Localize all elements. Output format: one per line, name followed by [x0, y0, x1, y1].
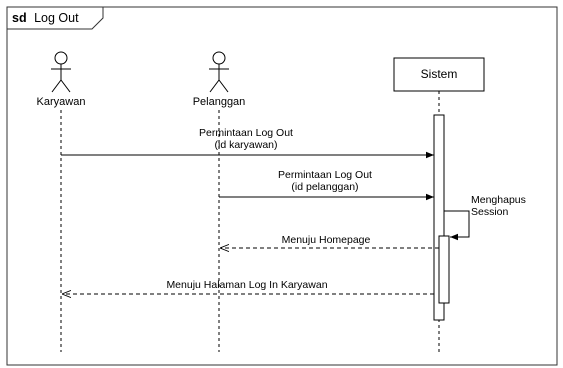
activation-bar-sistem-nested — [438, 235, 450, 304]
message-label-request-karyawan: Permintaan Log Out — [199, 127, 293, 139]
frame-border — [6, 6, 558, 366]
frame-title: sd Log Out — [12, 11, 79, 25]
object-label-sistem: Sistem — [421, 67, 458, 81]
message-sublabel-request-pelanggan: (id pelanggan) — [291, 181, 358, 193]
message-label-request-pelanggan: Permintaan Log Out — [278, 169, 372, 181]
activation-bar-sistem — [433, 114, 445, 321]
actor-leg-right — [218, 79, 229, 93]
self-message-sublabel: Session — [471, 206, 509, 218]
actor-leg-left — [51, 79, 62, 93]
actor-head — [54, 51, 68, 65]
return-label-homepage: Menuju Homepage — [282, 234, 371, 246]
actor-label-pelanggan: Pelanggan — [193, 96, 246, 108]
actor-karyawan — [51, 51, 71, 93]
self-message-label: Menghapus — [471, 194, 526, 206]
actor-leg-right — [60, 79, 71, 93]
frame-name: Log Out — [34, 11, 79, 25]
self-message-arrow — [444, 210, 470, 241]
frame-tab — [7, 6, 104, 30]
frame-keyword: sd — [12, 11, 27, 25]
actor-leg-left — [209, 79, 220, 93]
message-sublabel-request-karyawan: (id karyawan) — [214, 139, 277, 151]
return-label-login-karyawan: Menuju Halaman Log In Karyawan — [166, 279, 327, 291]
actor-pelanggan — [209, 51, 229, 93]
actor-label-karyawan: Karyawan — [37, 96, 86, 108]
actor-head — [212, 51, 226, 65]
